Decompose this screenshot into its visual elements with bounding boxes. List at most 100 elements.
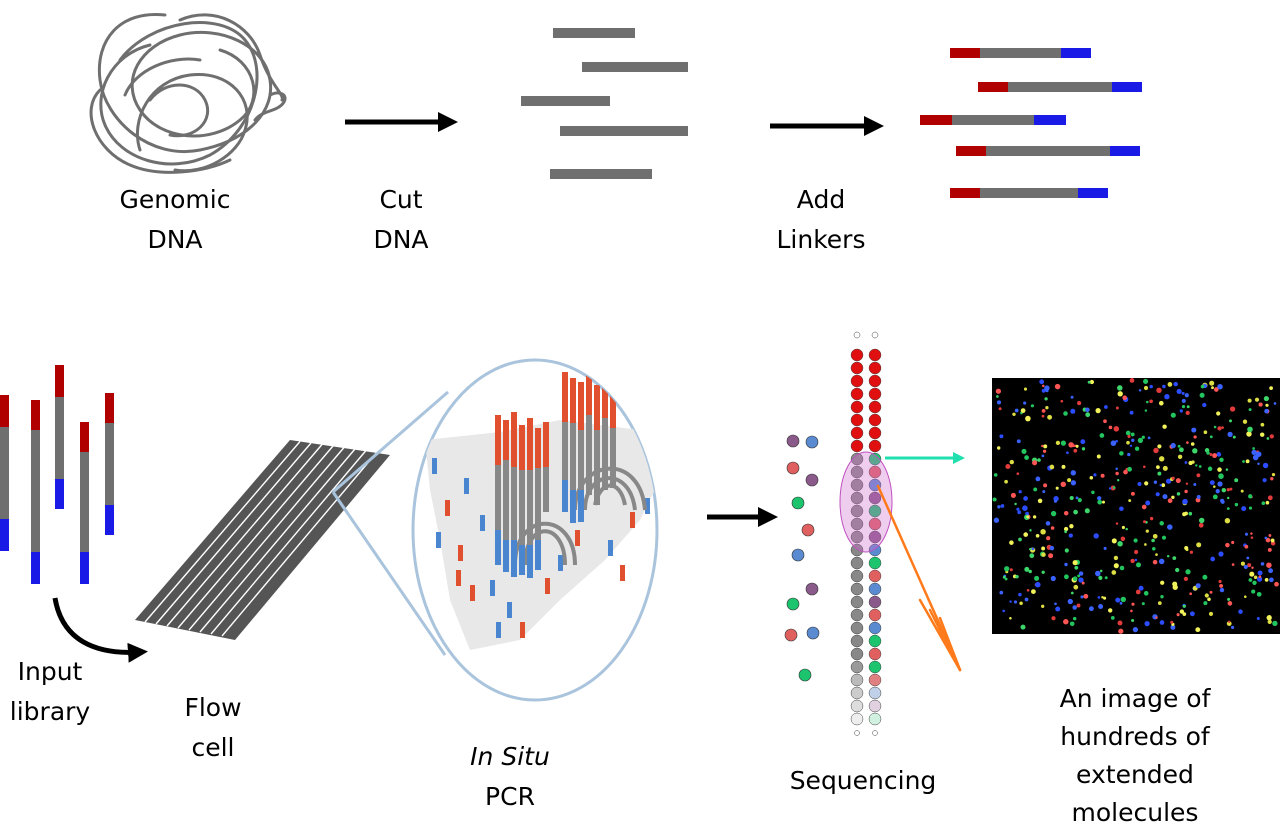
fluorescence-spot (1234, 478, 1239, 483)
fluorescence-spot (1198, 517, 1205, 524)
fluorescence-spot (1182, 604, 1186, 608)
fluorescence-spot (1012, 412, 1016, 417)
fluorescence-spot (1177, 444, 1181, 448)
cyan-pointer-arrow (885, 452, 965, 464)
fluorescence-spot (1271, 472, 1276, 477)
fluorescence-spot (1243, 564, 1248, 569)
fluorescence-spot (1267, 619, 1272, 625)
fluorescence-spot (1195, 464, 1198, 467)
fluorescence-spot (1170, 620, 1174, 624)
fluorescence-spot (1013, 600, 1018, 604)
fluorescence-spot (1216, 452, 1222, 457)
fluorescence-spot (1068, 533, 1073, 538)
fluorescence-spot (1192, 448, 1198, 454)
fluorescence-spot (1045, 521, 1051, 526)
fluorescence-spot (1098, 575, 1103, 580)
fluorescence-spot (1264, 578, 1269, 582)
fluorescence-spot (1251, 566, 1254, 570)
input-library-fragments (0, 365, 114, 584)
fluorescence-spot (1075, 496, 1079, 500)
fluorescence-spot (1077, 574, 1081, 578)
fluorescence-spot (1025, 415, 1031, 422)
fluorescence-spot (1248, 578, 1253, 582)
fluorescence-spot (1252, 447, 1255, 450)
fluorescence-spot (1170, 412, 1176, 418)
fluorescence-spot (1083, 593, 1089, 599)
fluorescence-spot (1060, 440, 1066, 446)
fluorescence-spot (1242, 460, 1245, 463)
fluorescence-spot (1073, 509, 1078, 515)
fluorescence-spot (1014, 502, 1017, 506)
fluorescence-spot (1025, 511, 1029, 516)
fluorescence-spot (1133, 538, 1138, 543)
fluorescence-spot (1134, 558, 1138, 562)
fluorescence-spot (1195, 583, 1201, 589)
fluorescence-spot (1176, 613, 1180, 617)
fluorescence-spot (1161, 483, 1166, 488)
fluorescence-spot (1206, 451, 1210, 455)
fluorescence-spot (1185, 569, 1191, 575)
fluorescence-spot (1179, 609, 1185, 614)
fluorescence-spot (1103, 596, 1107, 600)
fluorescence-spot (1152, 547, 1156, 551)
fluorescence-spot (1231, 625, 1235, 629)
fluorescence-spot (1050, 510, 1057, 517)
fluorescence-spot (1047, 414, 1053, 420)
fluorescence-spot (1184, 393, 1189, 398)
fluorescence-spot (1191, 427, 1197, 433)
fluorescence-spot (1042, 490, 1046, 494)
fluorescence-spot (1171, 495, 1175, 500)
fluorescence-spot (1266, 615, 1272, 621)
label-in-situ-pcr: In Situ PCR (470, 742, 550, 811)
fluorescence-spot (1188, 511, 1193, 516)
sequencing-strands (850, 331, 882, 736)
fluorescence-spot (1195, 627, 1201, 633)
lens-content (425, 372, 657, 650)
fluorescence-spot (1044, 385, 1050, 391)
fluorescence-spot (1060, 481, 1067, 488)
scattered-molecules (432, 458, 650, 638)
fluorescence-spot (1143, 378, 1149, 384)
fluorescence-spot (1160, 580, 1165, 585)
fluorescence-spot (1159, 456, 1165, 462)
fluorescence-spot (1135, 562, 1142, 568)
fluorescence-spot (1144, 481, 1149, 486)
fluorescence-spot (1119, 601, 1123, 605)
fluorescence-spot (993, 473, 998, 477)
fluorescence-spot (1228, 620, 1231, 623)
fluorescence-spot (1246, 556, 1250, 560)
fluorescence-spot (1226, 496, 1230, 500)
curved-arrow-to-flow-cell (52, 597, 148, 663)
fluorescence-spot (1184, 489, 1188, 494)
fluorescence-spot (1004, 566, 1010, 572)
fluorescence-spot (1157, 471, 1162, 476)
fluorescence-spot (1097, 596, 1101, 599)
fluorescence-spot (1063, 526, 1069, 532)
fluorescence-spot (1128, 499, 1132, 503)
fluorescence-spot (1026, 588, 1030, 592)
fluorescence-spot (1069, 495, 1074, 501)
fluorescence-spot (1254, 397, 1260, 402)
fluorescence-spot (1069, 621, 1075, 627)
fluorescence-spot (1172, 581, 1178, 587)
fluorescence-spot (1024, 597, 1029, 602)
fluorescence-spot (1141, 602, 1145, 606)
fluorescence-spot (1248, 506, 1253, 510)
fluorescence-spot (1172, 556, 1177, 560)
fluorescence-spot (1149, 384, 1153, 389)
fluorescence-spot (1157, 601, 1162, 605)
fluorescence-spot (1078, 577, 1084, 583)
fluorescence-spot (1268, 534, 1272, 537)
fluorescence-spot (1189, 592, 1193, 596)
fluorescence-spot (1257, 462, 1260, 465)
fluorescence-spot (1035, 581, 1041, 588)
fluorescence-spot (1031, 589, 1036, 594)
fluorescence-spot (1130, 432, 1135, 437)
fluorescence-spot (1165, 478, 1172, 484)
fluorescence-spot (1103, 546, 1107, 550)
fluorescence-spot (1196, 473, 1201, 478)
fluorescence-spot (1041, 570, 1045, 574)
fluorescence-spot (1209, 453, 1213, 456)
fluorescence-spot (1175, 478, 1181, 484)
fluorescence-spot (1078, 571, 1084, 576)
